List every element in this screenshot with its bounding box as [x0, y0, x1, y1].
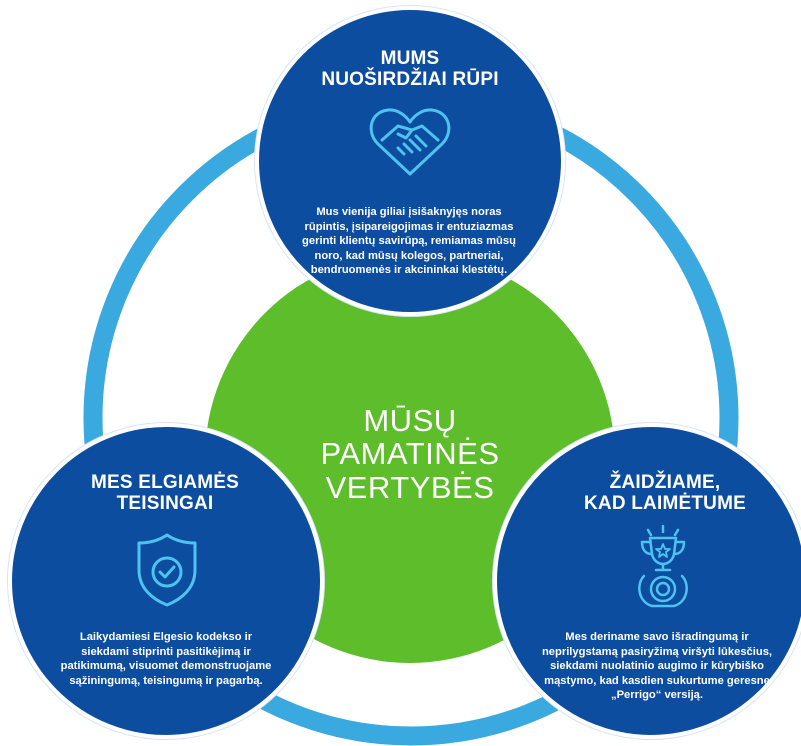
- top-title-line1: MUMS: [380, 48, 440, 69]
- left-title: MES ELGIAMĖS TEISINGAI: [55, 472, 275, 515]
- star: [655, 543, 671, 558]
- hands-ring: [638, 574, 688, 608]
- center-title-line3: VERTYBĖS: [325, 469, 495, 505]
- top-value-circle: [255, 6, 565, 316]
- right-title: ŽAIDŽIAME, KAD LAIMĖTUME: [545, 472, 785, 515]
- check-mark: [158, 565, 176, 579]
- top-title: MUMS NUOŠIRDŽIAI RŪPI: [320, 48, 500, 91]
- spark-2: [646, 528, 653, 537]
- trophy-icon: [638, 524, 688, 608]
- top-title-line2: NUOŠIRDŽIAI RŪPI: [321, 69, 499, 91]
- center-title-line1: MŪSŲ: [363, 403, 457, 438]
- right-body: Mes deriname savo išradingumą ir neprily…: [541, 631, 773, 702]
- medal-inner: [655, 581, 671, 597]
- center-title: MŪSŲ PAMATINĖS VERTYBĖS: [290, 403, 530, 505]
- medal-outer: [649, 575, 677, 603]
- shield-check-icon: [137, 533, 197, 607]
- right-title-line1: ŽAIDŽIAME,: [609, 472, 721, 493]
- hand-left: [380, 124, 414, 142]
- right-value-circle: [493, 423, 801, 739]
- right-title-line2: KAD LAIMĖTUME: [584, 493, 746, 515]
- left-value-circle: [8, 423, 324, 739]
- left-title-line1: MES ELGIAMĖS: [90, 472, 240, 493]
- cup-handles: [640, 540, 686, 556]
- heart-outline: [369, 108, 451, 176]
- top-body: Mus vienija giliai įsišaknyjęs noras rūp…: [302, 206, 516, 277]
- check-circle: [151, 556, 183, 588]
- hand-right: [396, 124, 440, 156]
- handshake-heart-icon: [369, 108, 451, 176]
- cup: [648, 536, 678, 566]
- center-title-line2: PAMATINĖS: [320, 436, 500, 472]
- left-title-line2: TEISINGAI: [116, 493, 214, 515]
- left-body: Laikydamiesi Elgesio kodekso ir siekdami…: [60, 631, 272, 687]
- shield-outline: [137, 533, 197, 607]
- spark-3: [673, 528, 680, 537]
